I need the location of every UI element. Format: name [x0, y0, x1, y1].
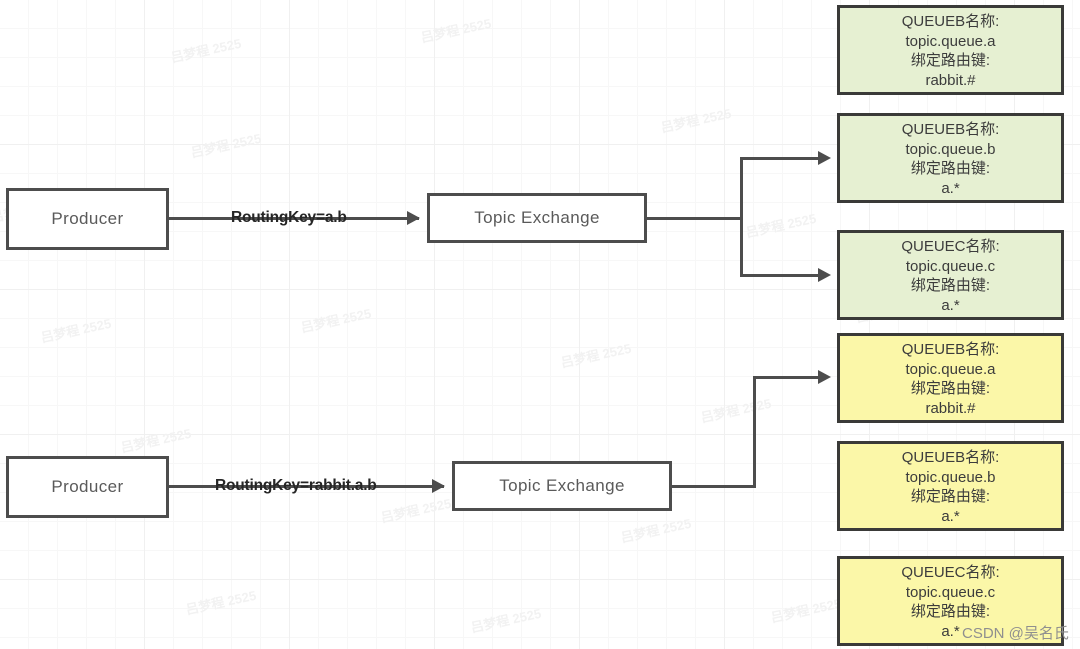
arrowhead-to-exchange2: [432, 479, 445, 493]
queue-name-label: QUEUEB名称:: [901, 449, 1000, 466]
queue-box-2[interactable]: QUEUEB名称: topic.queue.b 绑定路由键: a.*: [837, 113, 1064, 203]
binding-key-value: a.*: [941, 296, 960, 314]
watermark-text: 吕梦程 2525: [769, 595, 843, 626]
watermark-text: 吕梦程 2525: [184, 587, 258, 618]
queue-name-label: QUEUEC名称:: [901, 238, 1000, 255]
binding-key-value: a.*: [941, 179, 960, 197]
queue-name-label: QUEUEB名称:: [901, 121, 1000, 138]
edge-branch-to-queue2: [740, 157, 825, 160]
watermark-text: 吕梦程 2525: [744, 210, 818, 241]
binding-key-label: 绑定路由键:: [910, 277, 991, 294]
arrowhead-to-queue3: [818, 268, 831, 282]
edge-branch-to-queue3: [740, 274, 825, 277]
watermark-text: 吕梦程 2525: [379, 495, 453, 526]
queue-box-3[interactable]: QUEUEC名称: topic.queue.c 绑定路由键: a.*: [837, 230, 1064, 320]
arrowhead-to-queue4: [818, 370, 831, 384]
queue-name-value: topic.queue.c: [905, 583, 996, 601]
queue-name-value: topic.queue.b: [905, 468, 996, 486]
watermark-text: 吕梦程 2525: [189, 130, 263, 161]
queue-name-value: topic.queue.a: [905, 360, 996, 378]
watermark-text: 吕梦程 2525: [699, 395, 773, 426]
producer-box-1[interactable]: Producer: [6, 188, 169, 250]
queue-box-1[interactable]: QUEUEB名称: topic.queue.a 绑定路由键: rabbit.#: [837, 5, 1064, 95]
binding-key-value: a.*: [941, 622, 960, 640]
edge-exchange1-branch-vertical: [740, 157, 743, 277]
queue-name-value: topic.queue.b: [905, 140, 996, 158]
arrowhead-to-exchange1: [407, 211, 420, 225]
watermark-text: 吕梦程 2525: [39, 315, 113, 346]
watermark-text: 吕梦程 2525: [419, 15, 493, 46]
queue-box-4[interactable]: QUEUEB名称: topic.queue.a 绑定路由键: rabbit.#: [837, 333, 1064, 423]
arrowhead-to-queue2: [818, 151, 831, 165]
binding-key-label: 绑定路由键:: [910, 160, 991, 177]
topic-exchange-box-1[interactable]: Topic Exchange: [427, 193, 647, 243]
watermark-text: 吕梦程 2525: [119, 425, 193, 456]
edge-exchange1-trunk: [647, 217, 743, 220]
watermark-text: 吕梦程 2525: [169, 35, 243, 66]
edge-producer1-exchange1: [169, 217, 419, 220]
producer-box-2[interactable]: Producer: [6, 456, 169, 518]
edge-label-routingkey-1: RoutingKey=a.b: [231, 209, 347, 226]
topic-exchange-label: Topic Exchange: [499, 476, 625, 495]
watermark-text: 吕梦程 2525: [469, 605, 543, 636]
edge-exchange2-vertical: [753, 376, 756, 488]
watermark-text: 吕梦程 2525: [619, 515, 693, 546]
watermark-text: 吕梦程 2525: [659, 105, 733, 136]
edge-label-routingkey-2: RoutingKey=rabbit.a.b: [215, 477, 377, 494]
queue-name-value: topic.queue.c: [905, 257, 996, 275]
queue-name-label: QUEUEB名称:: [901, 13, 1000, 30]
binding-key-label: 绑定路由键:: [910, 488, 991, 505]
csdn-credit: CSDN @吴名氏: [962, 625, 1069, 642]
edge-exchange2-right: [672, 485, 756, 488]
queue-name-label: QUEUEB名称:: [901, 341, 1000, 358]
producer-label: Producer: [51, 477, 124, 496]
topic-exchange-box-2[interactable]: Topic Exchange: [452, 461, 672, 511]
producer-label: Producer: [51, 209, 124, 228]
binding-key-label: 绑定路由键:: [910, 380, 991, 397]
binding-key-value: rabbit.#: [925, 399, 976, 417]
queue-name-label: QUEUEC名称:: [901, 564, 1000, 581]
queue-box-6[interactable]: QUEUEC名称: topic.queue.c 绑定路由键: a.*: [837, 556, 1064, 646]
binding-key-label: 绑定路由键:: [910, 52, 991, 69]
binding-key-value: rabbit.#: [925, 71, 976, 89]
binding-key-value: a.*: [941, 507, 960, 525]
watermark-text: 吕梦程 2525: [559, 340, 633, 371]
queue-name-value: topic.queue.a: [905, 32, 996, 50]
edge-producer2-exchange2: [169, 485, 444, 488]
topic-exchange-label: Topic Exchange: [474, 208, 600, 227]
edge-to-queue4: [753, 376, 825, 379]
watermark-text: 吕梦程 2525: [299, 305, 373, 336]
binding-key-label: 绑定路由键:: [910, 603, 991, 620]
queue-box-5[interactable]: QUEUEB名称: topic.queue.b 绑定路由键: a.*: [837, 441, 1064, 531]
